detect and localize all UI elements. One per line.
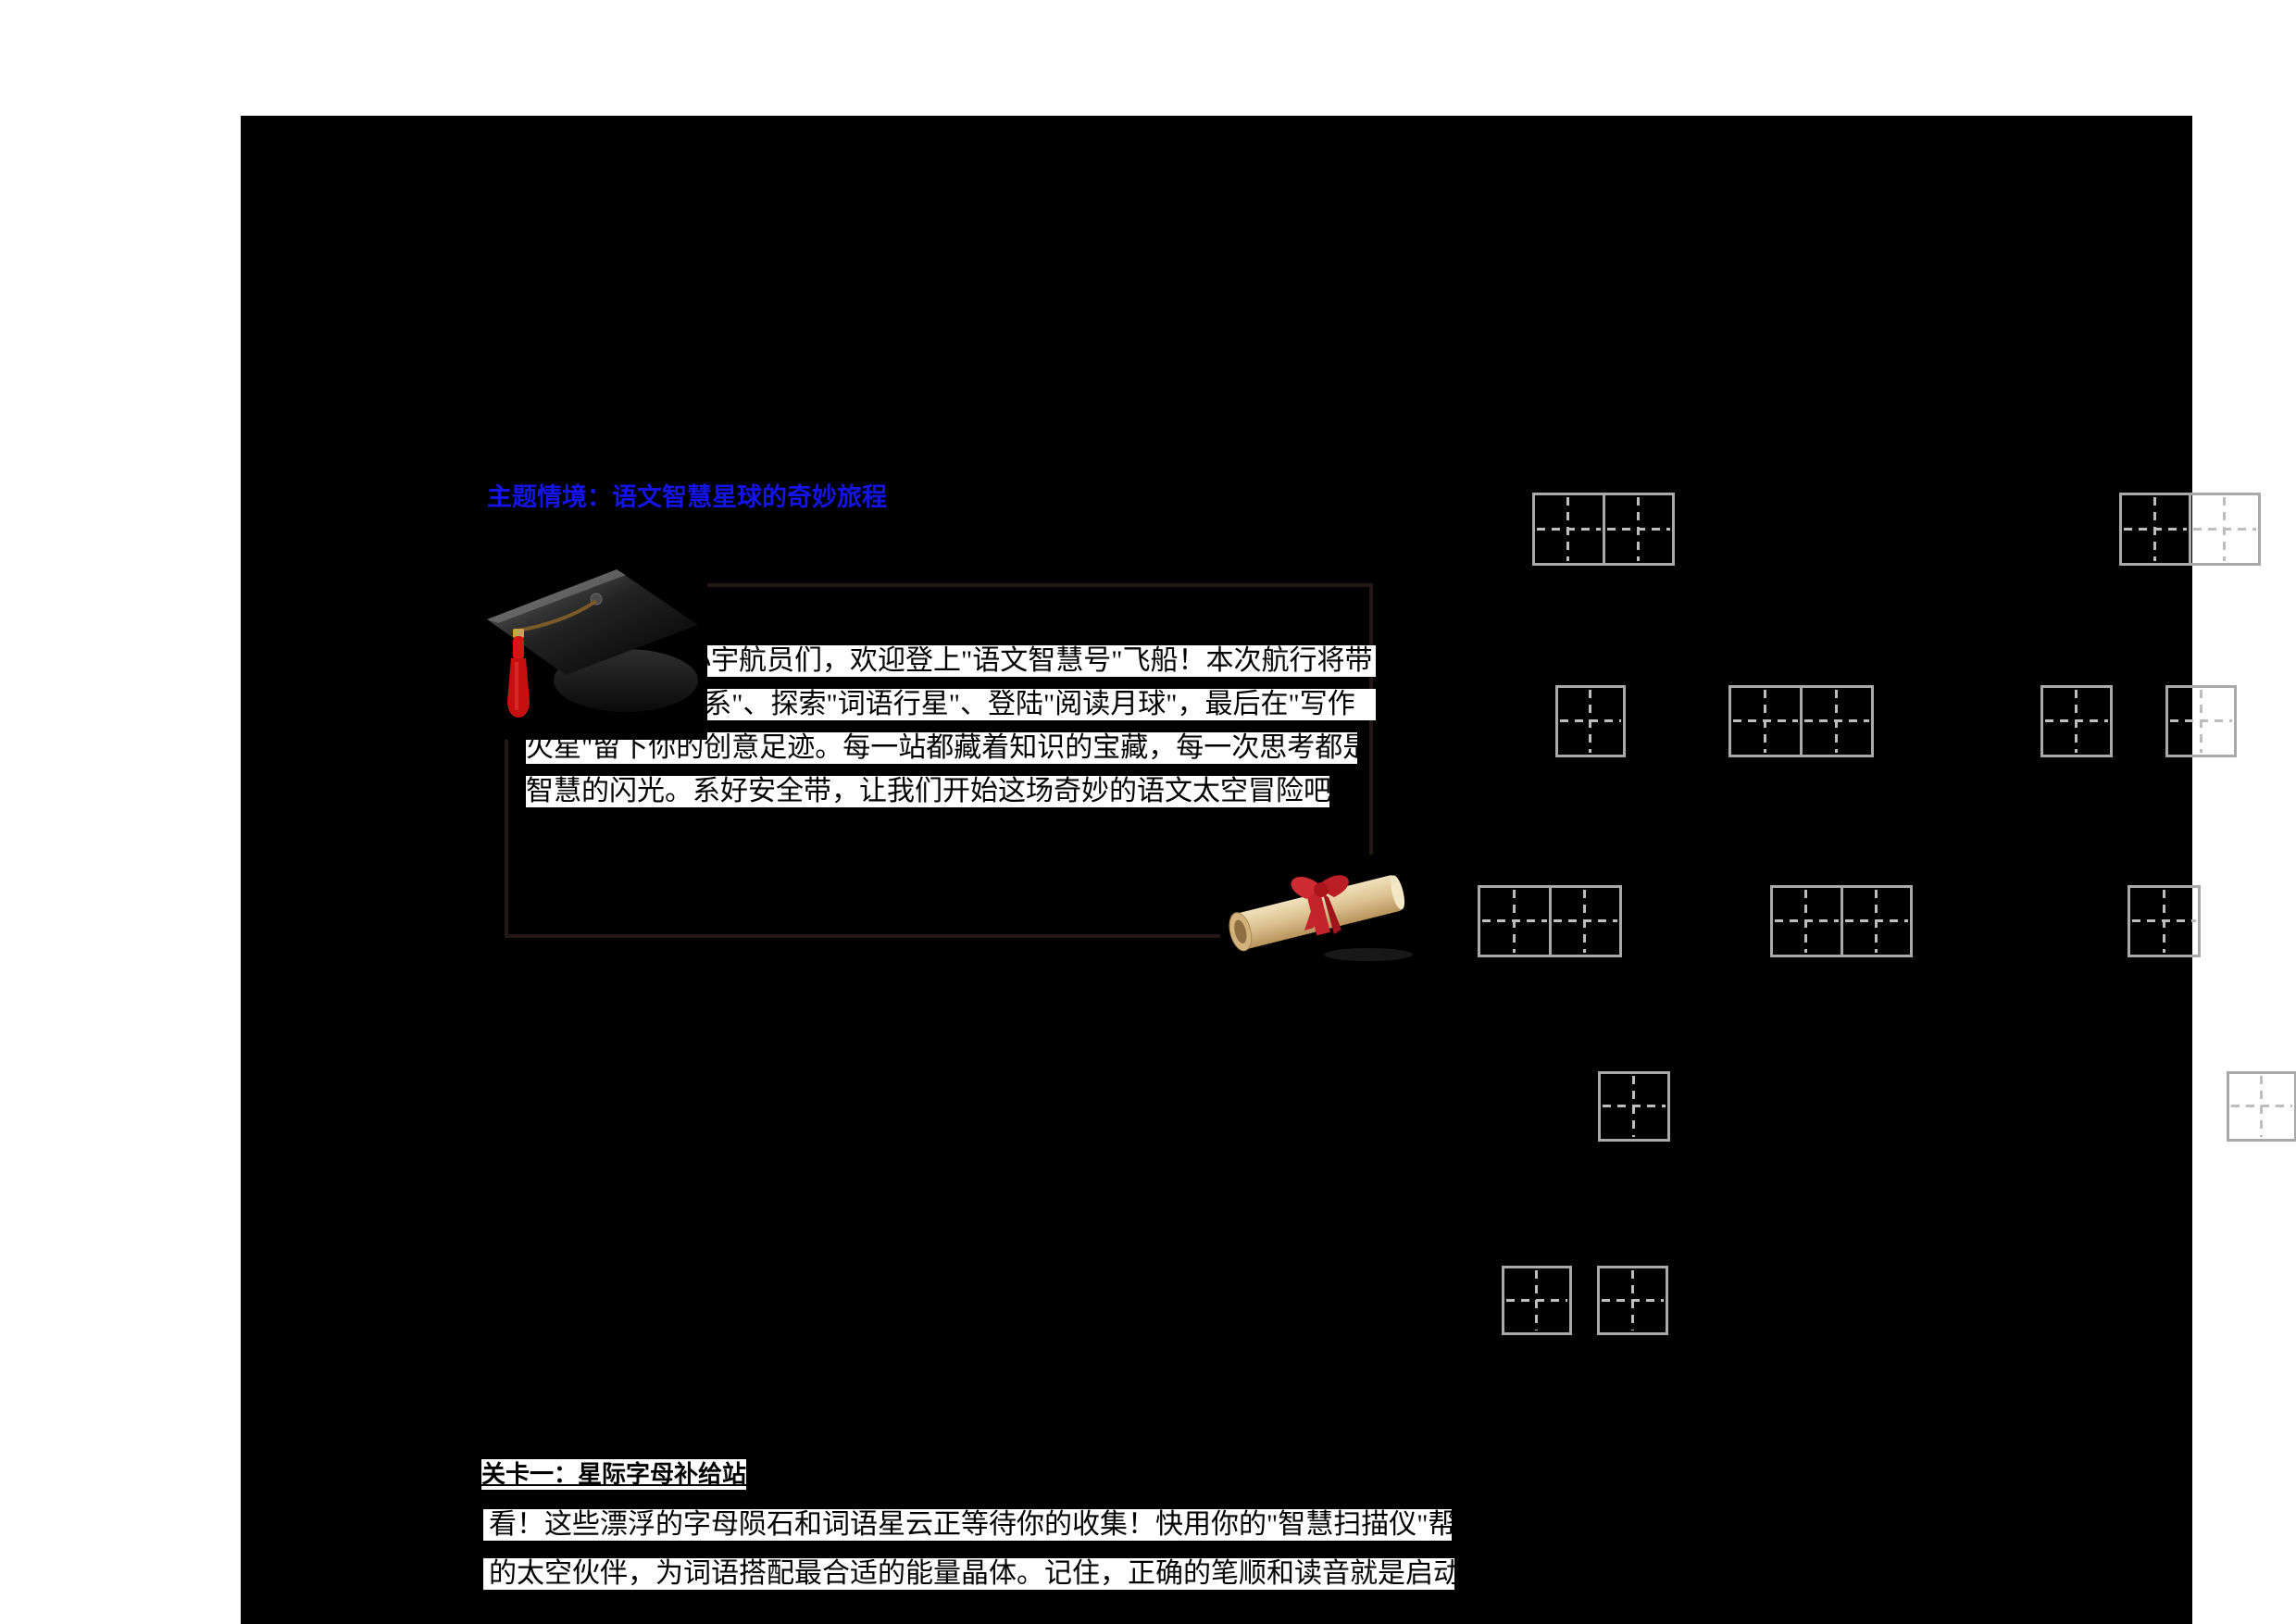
practice-grid xyxy=(2128,885,2201,957)
grid-cell xyxy=(1548,888,1620,955)
grid-cell xyxy=(2229,1074,2294,1139)
grid-midline-v xyxy=(1535,1270,1538,1330)
grid-midline-v xyxy=(1512,890,1516,953)
grid-midline-v xyxy=(2153,497,2156,561)
grid-cell xyxy=(2130,888,2198,955)
grid-cell xyxy=(1480,888,1549,955)
practice-grid xyxy=(1555,685,1626,757)
intro-line: 智慧的闪光。系好安全带，让我们开始这场奇妙的语文太空冒险吧！ xyxy=(526,776,1329,807)
grid-cell xyxy=(1602,495,1673,563)
grid-midline-v xyxy=(1636,497,1640,561)
practice-grid xyxy=(1502,1266,1572,1335)
grid-midline-v xyxy=(1566,497,1570,561)
section1-title: 关卡一：星际字母补给站 xyxy=(481,1459,746,1490)
grid-midline-v xyxy=(1589,690,1591,753)
practice-grid xyxy=(1770,885,1913,957)
grid-midline-v xyxy=(1583,890,1587,953)
grid-cell xyxy=(1601,1074,1667,1139)
intro-line: 亲爱的小宇航员们，欢迎登上"语文智慧号"飞船！本次航行将带 xyxy=(581,645,1376,677)
grid-cell xyxy=(2189,495,2258,563)
grid-midline-v xyxy=(2075,690,2078,753)
diploma-scroll-drawing xyxy=(1229,875,1413,961)
section1-line: 的太空伙伴，为词语搭配最合适的能量晶体。记住，正确的笔顺和读音就是启动飞船的密码… xyxy=(483,1558,1454,1590)
practice-grid xyxy=(2119,493,2261,566)
grid-midline-v xyxy=(2260,1076,2263,1137)
grid-cell xyxy=(2168,688,2234,755)
grid-midline-v xyxy=(2223,497,2226,561)
grid-midline-v xyxy=(2162,890,2165,953)
practice-grid xyxy=(1532,493,1675,566)
dark-content-area: 主题情境：语文智慧星球的奇妙旅程 亲爱的小宇航员们，欢迎登上"语文智慧号"飞船！… xyxy=(241,116,2296,1624)
grid-cell xyxy=(2043,688,2110,755)
graduation-cap-icon xyxy=(478,562,707,740)
grid-cell xyxy=(1800,688,1871,755)
diploma-scroll-icon xyxy=(1220,855,1418,968)
practice-grid xyxy=(2040,685,2113,757)
grid-midline-v xyxy=(1630,1270,1634,1330)
grid-midline-v xyxy=(1764,690,1766,753)
grid-cell xyxy=(1504,1268,1569,1332)
practice-grid xyxy=(1478,885,1622,957)
grid-cell xyxy=(1558,688,1623,755)
grid-midline-v xyxy=(1632,1076,1635,1137)
grid-cell xyxy=(1731,688,1800,755)
grid-cell xyxy=(1600,1268,1666,1332)
practice-grid xyxy=(2227,1071,2296,1142)
section1-line: 看！这些漂浮的字母陨石和词语星云正等待你的收集！快用你的"智慧扫描仪"帮字母找到… xyxy=(483,1509,1452,1541)
grid-cell xyxy=(2122,495,2189,563)
grid-midline-v xyxy=(1804,890,1808,953)
practice-grid xyxy=(1728,685,1874,757)
grid-cell xyxy=(1840,888,1911,955)
grid-midline-v xyxy=(1874,890,1878,953)
grid-midline-v xyxy=(2199,690,2202,753)
intro-frame xyxy=(505,583,1373,938)
practice-grid xyxy=(1598,1071,1670,1142)
practice-grid xyxy=(2165,685,2237,757)
practice-grid xyxy=(1597,1266,1668,1335)
graduation-cap-drawing xyxy=(487,569,698,718)
grid-midline-v xyxy=(1835,690,1838,753)
theme-heading: 主题情境：语文智慧星球的奇妙旅程 xyxy=(487,483,887,511)
grid-cell xyxy=(1535,495,1603,563)
grid-cell xyxy=(1773,888,1841,955)
